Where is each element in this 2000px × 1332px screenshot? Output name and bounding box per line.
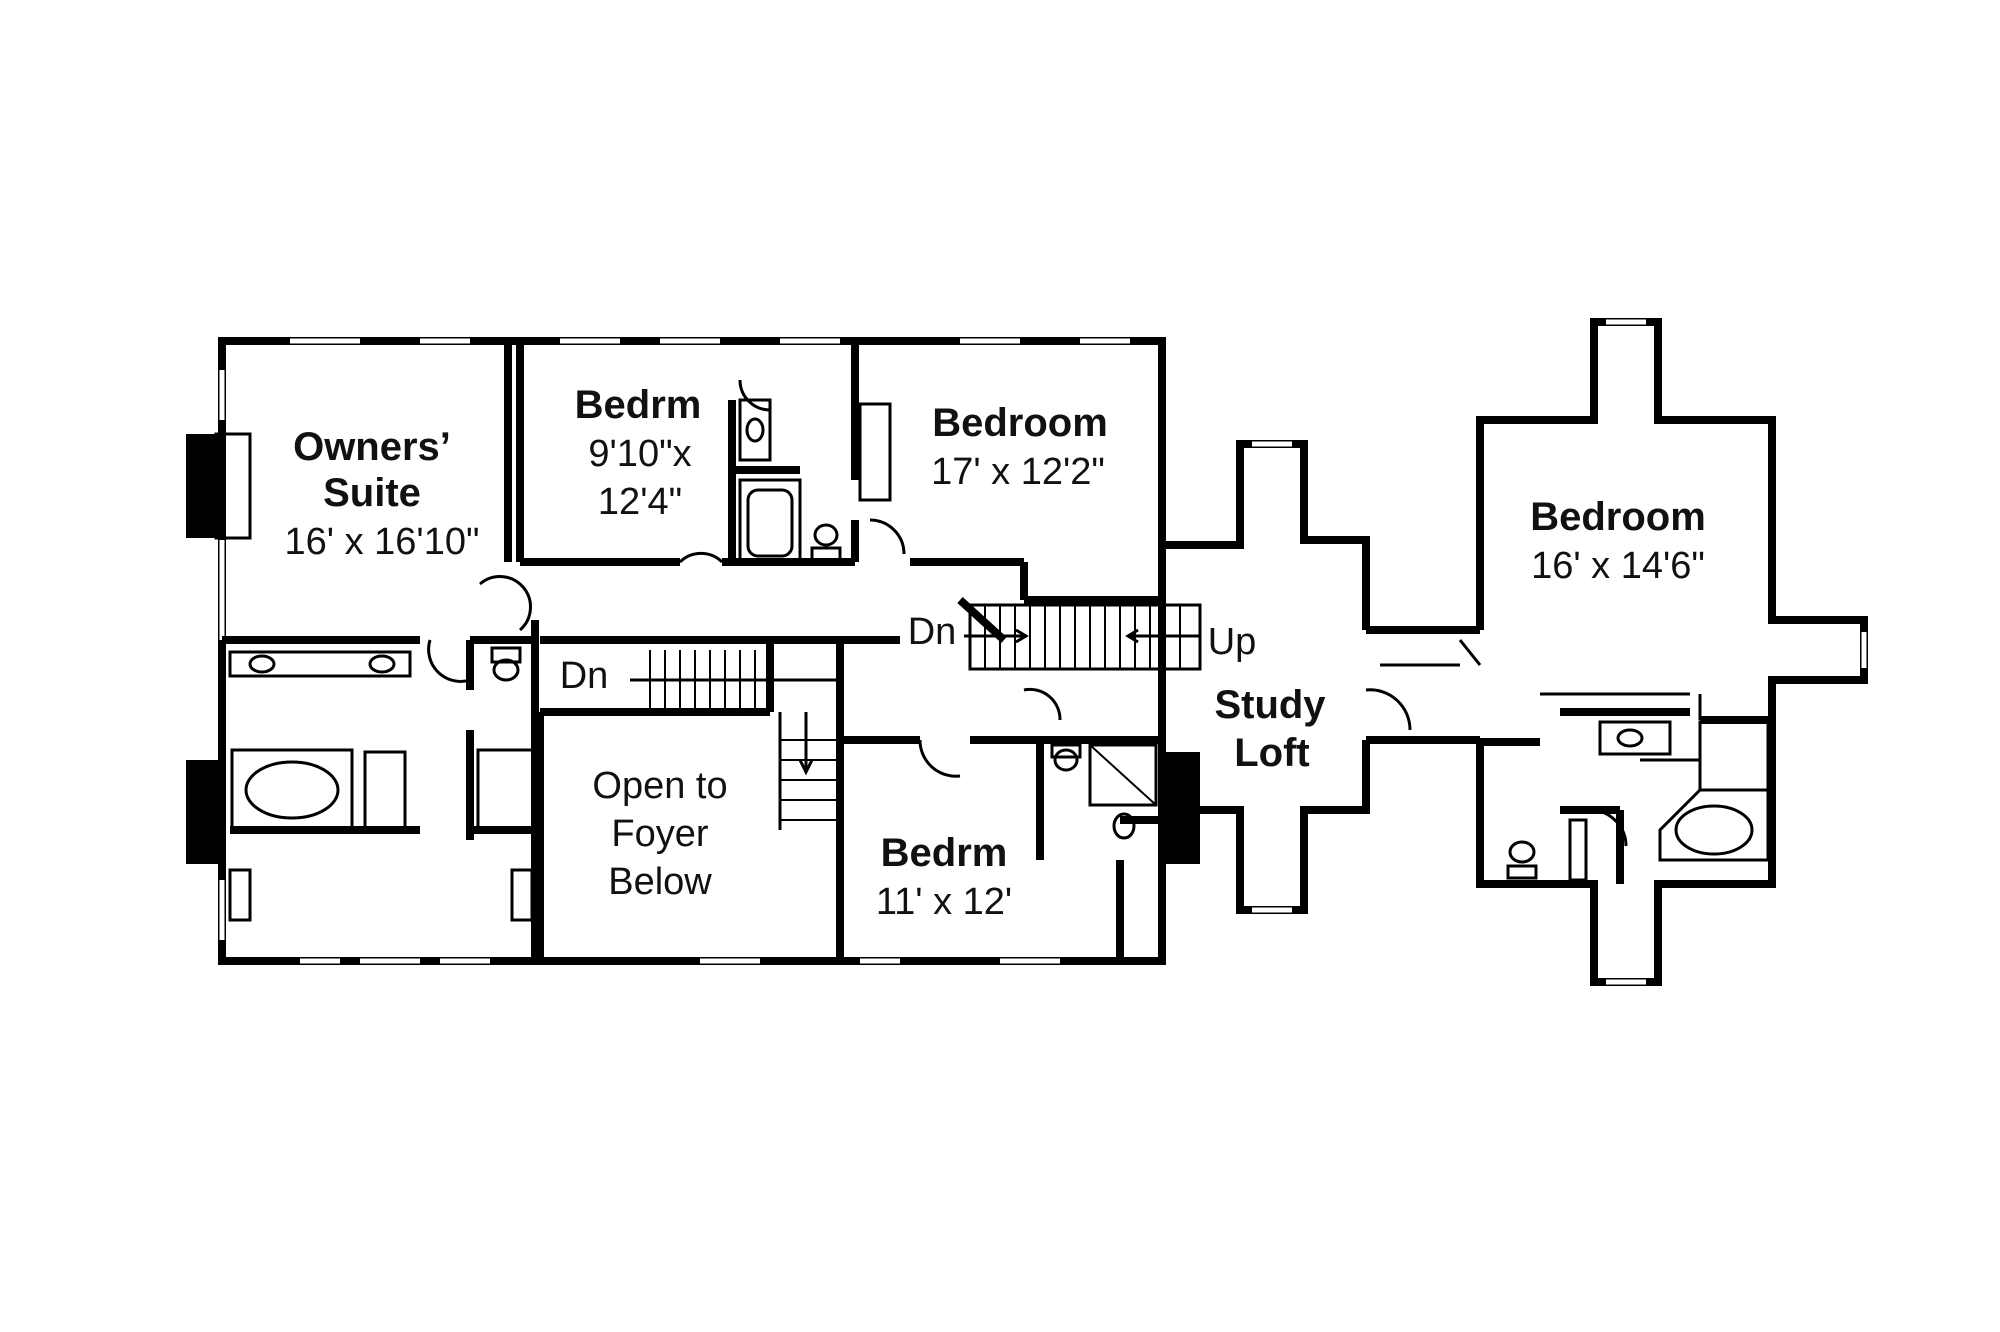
fireplaces bbox=[186, 432, 1200, 864]
open-foyer-line-2: Foyer bbox=[611, 813, 708, 855]
bedrm-1-size-1: 9'10"x bbox=[588, 433, 691, 475]
windows bbox=[219, 338, 1130, 964]
bedroom-1-name: Bedroom bbox=[932, 401, 1108, 445]
stairs-left bbox=[630, 650, 842, 830]
stair-up: Up bbox=[1208, 621, 1257, 663]
study-loft-line-2: Loft bbox=[1234, 731, 1310, 775]
open-foyer-line-3: Below bbox=[608, 861, 712, 903]
bedrm-2-size: 11' x 12' bbox=[876, 881, 1012, 923]
connector-walls bbox=[1366, 626, 1482, 744]
bedroom-1-size: 17' x 12'2" bbox=[931, 451, 1105, 493]
study-loft-line-1: Study bbox=[1214, 683, 1326, 727]
bedroom-2-name: Bedroom bbox=[1530, 495, 1706, 539]
stair-dn-left: Dn bbox=[560, 655, 609, 697]
fixtures bbox=[228, 398, 1770, 922]
room-labels: Owners’ Suite 16' x 16'10" Bedrm 9'10"x … bbox=[285, 383, 1706, 923]
bedrm-1-name: Bedrm bbox=[575, 383, 702, 427]
stair-dn-right: Dn bbox=[908, 611, 957, 653]
owners-suite-name-2: Suite bbox=[323, 471, 421, 515]
door-swings bbox=[427, 379, 1628, 847]
study-loft-walls bbox=[1162, 440, 1370, 914]
owners-suite-name-1: Owners’ bbox=[293, 425, 451, 469]
stairs-right bbox=[964, 603, 1202, 671]
bedrm-1-size-2: 12'4" bbox=[598, 481, 682, 523]
bedroom-2-size: 16' x 14'6" bbox=[1531, 545, 1705, 587]
east-wing-walls bbox=[1476, 318, 1868, 986]
stair-labels: Dn Dn Up bbox=[560, 611, 1257, 697]
owners-suite-size: 16' x 16'10" bbox=[285, 521, 480, 563]
open-foyer-line-1: Open to bbox=[592, 765, 727, 807]
bedrm-2-name: Bedrm bbox=[881, 831, 1008, 875]
